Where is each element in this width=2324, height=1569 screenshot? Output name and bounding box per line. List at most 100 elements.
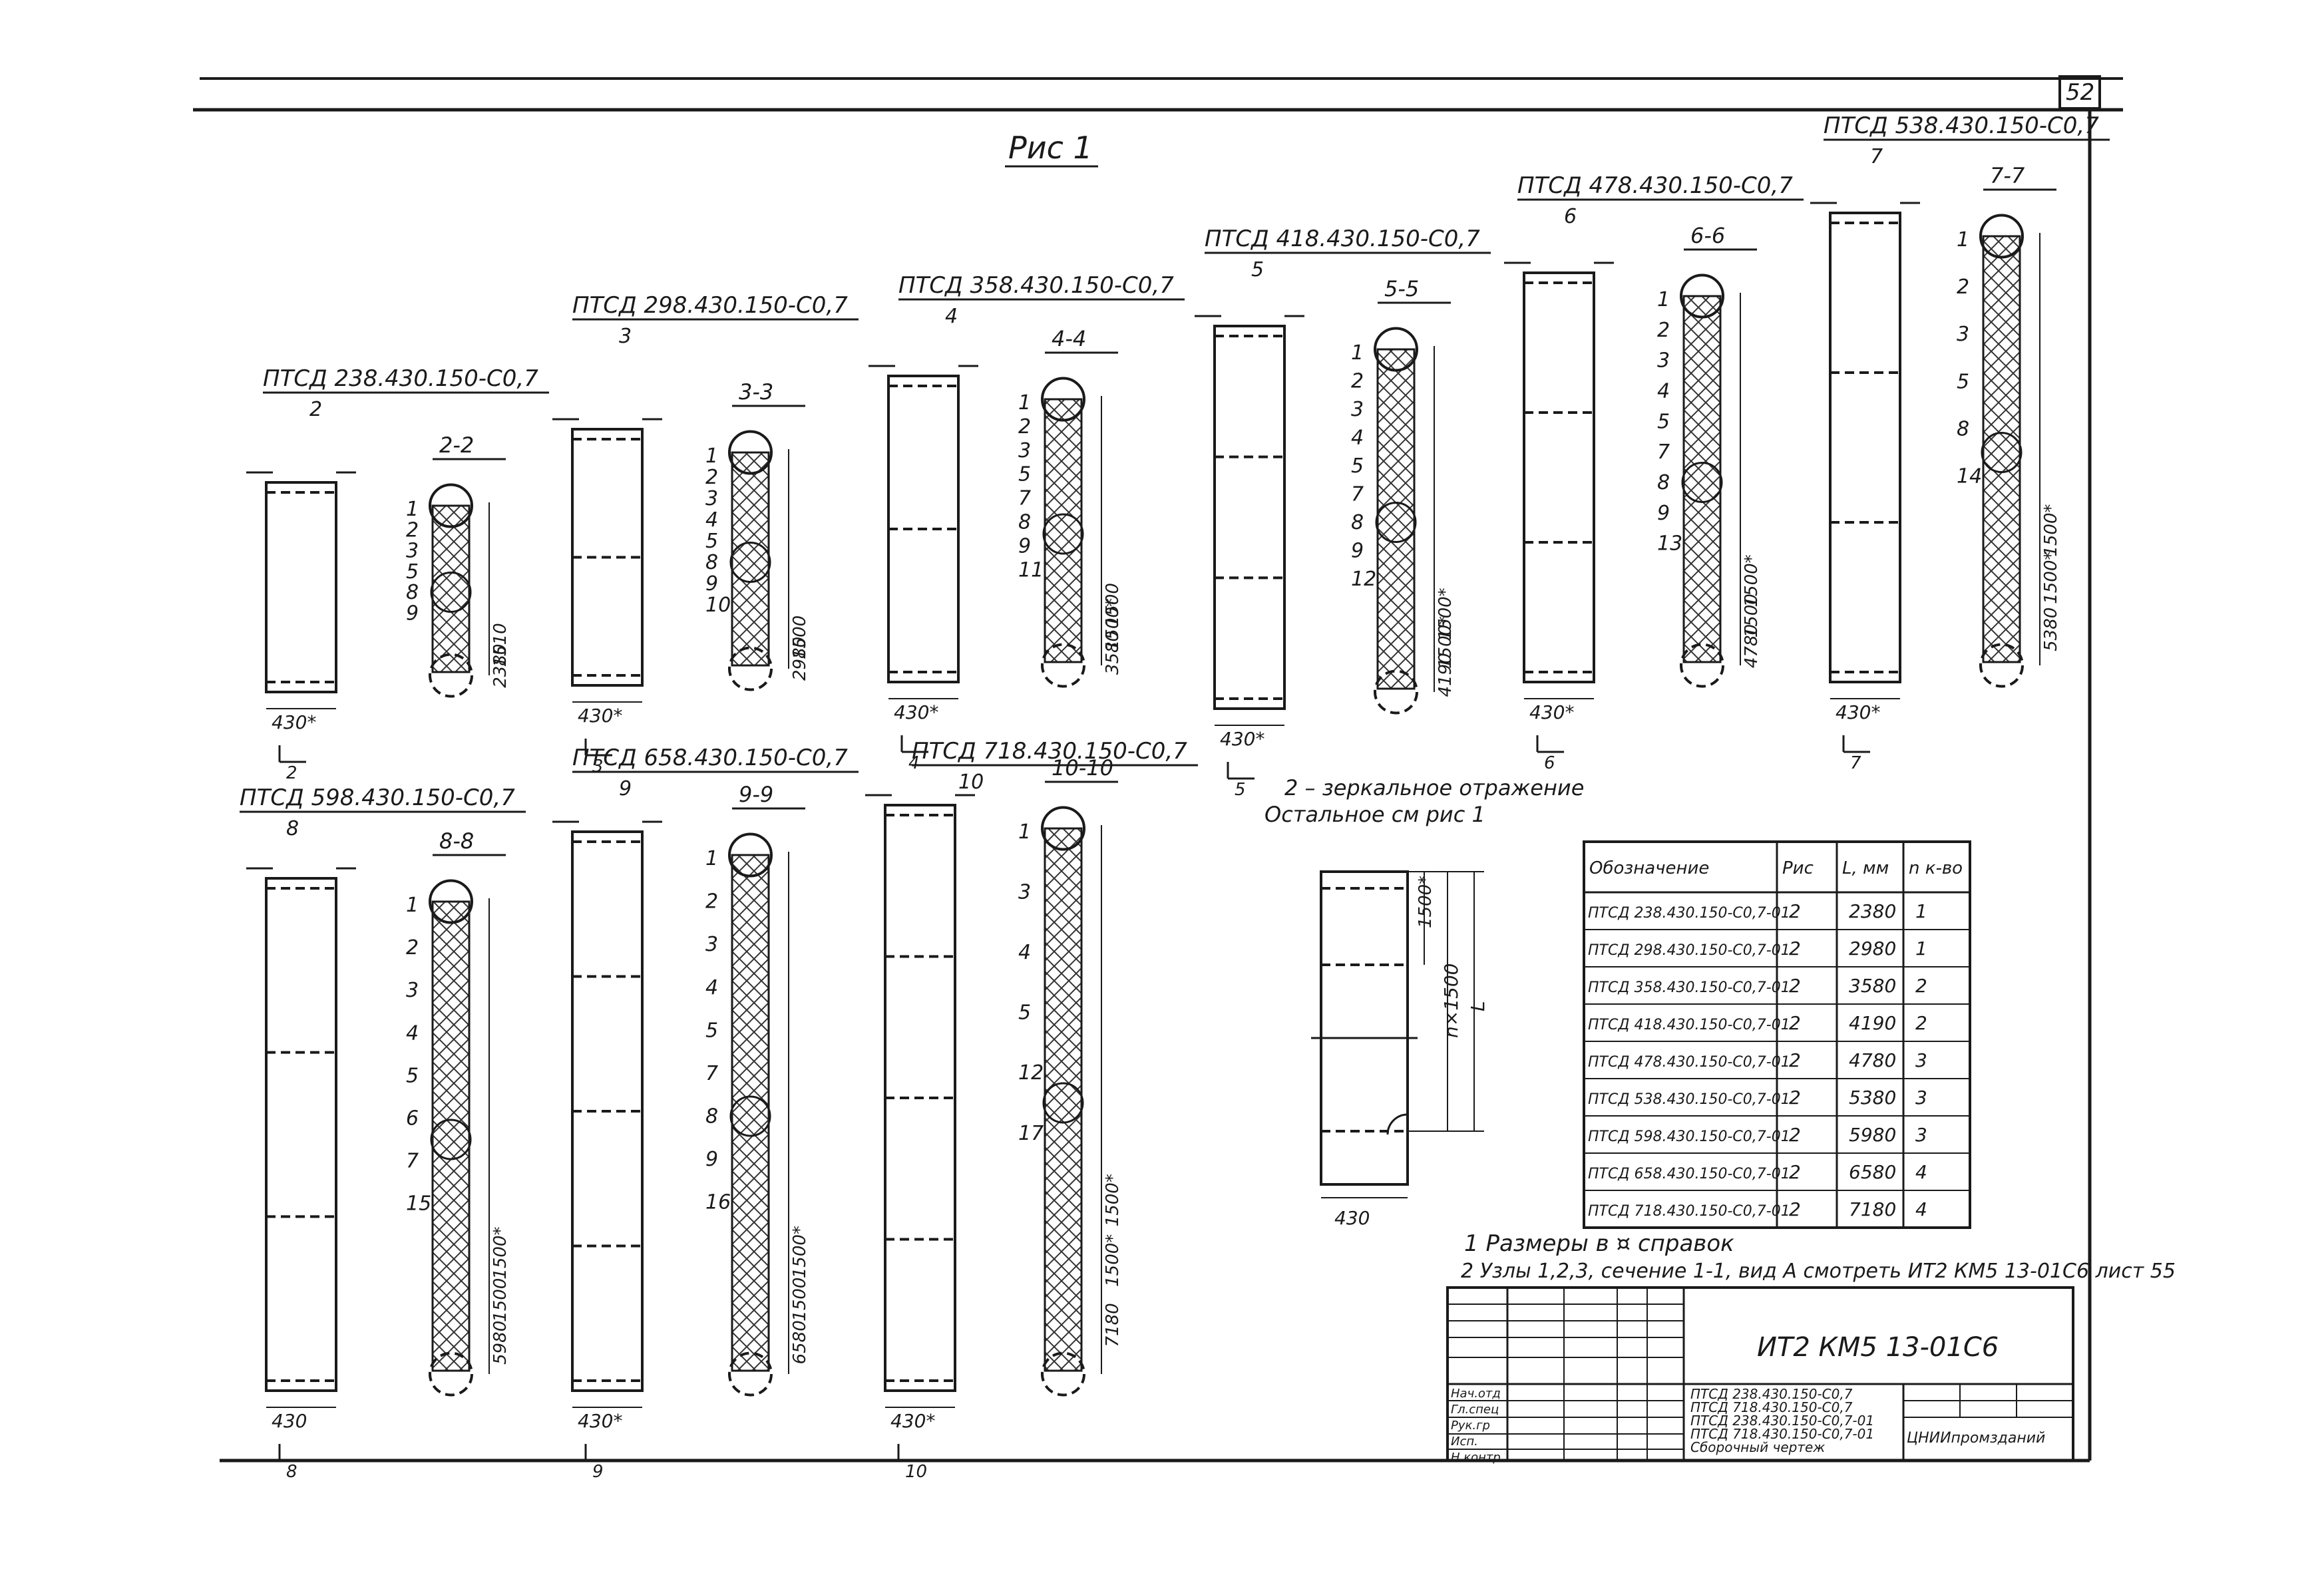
dimension-value: 1500* bbox=[1742, 554, 1762, 607]
table-cell: 4190 bbox=[1849, 1012, 1896, 1034]
table-cell: ПТСД 658.430.150-С0,7-01 bbox=[1588, 1166, 1790, 1182]
part-callout: 9 bbox=[705, 572, 718, 596]
node-circle bbox=[1042, 1082, 1084, 1124]
table-cell: 1 bbox=[1915, 938, 1927, 959]
panel-title: ПТСД 478.430.150-С0,7 bbox=[1517, 172, 1793, 199]
part-callout: 5 bbox=[705, 1019, 718, 1042]
part-callout: 17 bbox=[1018, 1122, 1044, 1145]
title-role: Рук.гр bbox=[1451, 1419, 1490, 1433]
table-cell: 5380 bbox=[1849, 1087, 1896, 1109]
panel-view-number: 8 bbox=[286, 817, 299, 840]
node-circle bbox=[728, 430, 773, 475]
section-cut-label: 9 bbox=[592, 1462, 604, 1482]
node-circle bbox=[430, 1119, 472, 1160]
panel-view: ПТСД 658.430.150-С0,79430*99-91234578916… bbox=[552, 745, 859, 1482]
node-circle bbox=[429, 1351, 473, 1397]
hatched-core bbox=[731, 854, 770, 1372]
section-label: 7-7 bbox=[1990, 163, 2025, 188]
dimension-value: 1500* bbox=[490, 1227, 510, 1280]
panel-view: ПТСД 538.430.150-С0,77430*77-71235814150… bbox=[1810, 112, 2110, 773]
node-circle bbox=[1042, 513, 1084, 555]
title-role: Н.контр bbox=[1451, 1451, 1501, 1465]
part-callout: 4 bbox=[1657, 380, 1670, 403]
panel-view: ПТСД 598.430.150-С0,7843088-812345671515… bbox=[240, 784, 526, 1482]
part-callout: 1 bbox=[1018, 391, 1031, 415]
part-callout: 3 bbox=[1018, 439, 1031, 462]
part-callout: 11 bbox=[1018, 558, 1044, 582]
panel-view-number: 7 bbox=[1870, 145, 1883, 168]
part-callout: 13 bbox=[1657, 532, 1682, 556]
section-label: 9-9 bbox=[739, 782, 773, 807]
table-cell: 4780 bbox=[1849, 1049, 1896, 1071]
part-callout: 7 bbox=[1351, 483, 1364, 506]
title-role: Нач.отд bbox=[1451, 1387, 1501, 1401]
panel-view-number: 6 bbox=[1564, 205, 1577, 228]
table-cell: ПТСД 298.430.150-С0,7-01 bbox=[1588, 942, 1790, 959]
node-circle bbox=[1041, 643, 1085, 688]
part-callout: 1 bbox=[406, 894, 419, 917]
table-header-cell: n к-во bbox=[1909, 858, 1963, 878]
part-callout: 3 bbox=[1957, 323, 1969, 346]
part-callout: 2 bbox=[705, 466, 718, 489]
dimension-value: 1500 bbox=[1103, 583, 1123, 627]
part-callout: 2 bbox=[1657, 319, 1670, 342]
table-cell: 2 bbox=[1789, 975, 1801, 997]
part-callout: 2 bbox=[1018, 415, 1031, 438]
width-dimension: 430 bbox=[272, 1410, 307, 1432]
node-circle bbox=[728, 646, 773, 691]
table-cell: ПТСД 238.430.150-С0,7-01 bbox=[1588, 905, 1790, 922]
panel-title: ПТСД 298.430.150-С0,7 bbox=[572, 292, 848, 319]
dimension-value: 1500* bbox=[2041, 552, 2061, 604]
title-role: Гл.спец bbox=[1451, 1403, 1499, 1417]
part-callout: 9 bbox=[705, 1148, 718, 1171]
section-cut-label: 7 bbox=[1850, 753, 1861, 773]
part-callout: 4 bbox=[705, 508, 718, 532]
dimension-value: 1500* bbox=[1436, 588, 1455, 640]
title-name-line: ПТСД 718.430.150-С0,7-01 bbox=[1690, 1426, 1874, 1442]
table-cell: 2 bbox=[1789, 1161, 1801, 1183]
width-dimension: 430* bbox=[1836, 701, 1880, 723]
panel-view: ПТСД 418.430.150-С0,75430*55-51234578912… bbox=[1195, 226, 1491, 800]
table-header-cell: L, мм bbox=[1842, 858, 1889, 878]
section-label: 10-10 bbox=[1052, 755, 1113, 781]
dimension-value: 5380 bbox=[2041, 608, 2061, 651]
part-callout: 8 bbox=[705, 551, 718, 574]
figure-title: Рис 1 bbox=[1008, 130, 1093, 166]
table-cell: 1 bbox=[1915, 900, 1927, 922]
part-callout: 9 bbox=[1351, 540, 1364, 563]
node-circle bbox=[429, 483, 473, 528]
section-label: 2-2 bbox=[439, 433, 474, 458]
section-cut-label: 2 bbox=[286, 763, 297, 783]
table-cell: 3 bbox=[1915, 1087, 1927, 1109]
panel-title: ПТСД 598.430.150-С0,7 bbox=[240, 784, 515, 811]
panel-title: ПТСД 538.430.150-С0,7 bbox=[1824, 112, 2099, 139]
table-cell: 2 bbox=[1789, 938, 1801, 959]
dimension-value: 3580 bbox=[1103, 631, 1123, 675]
part-callout: 5 bbox=[1018, 1001, 1031, 1025]
panel-view-number: 2 bbox=[309, 398, 322, 421]
note-mirror: 2 – зеркальное отражение bbox=[1284, 775, 1584, 800]
dimension-value: 1500* bbox=[1103, 598, 1123, 651]
dimension-value: 1500* bbox=[2041, 504, 2061, 556]
panel-view-number: 3 bbox=[619, 325, 632, 348]
panel-elevation bbox=[265, 481, 337, 693]
dimension-value: 6580 bbox=[790, 1320, 810, 1364]
dimension-value: 4780 bbox=[1742, 624, 1762, 668]
document-code: ИТ2 КМ5 13-01С6 bbox=[1757, 1332, 1999, 1363]
part-callout: 3 bbox=[705, 487, 718, 510]
width-dimension: 430* bbox=[894, 701, 938, 723]
panel-title: ПТСД 718.430.150-С0,7 bbox=[912, 738, 1187, 765]
part-callout: 1 bbox=[1351, 341, 1364, 365]
table-cell: ПТСД 718.430.150-С0,7-01 bbox=[1588, 1203, 1790, 1220]
table-cell: 7180 bbox=[1849, 1198, 1896, 1220]
dimension-value: 7180 bbox=[1103, 1303, 1123, 1347]
section-cut-label: 5 bbox=[1235, 780, 1246, 800]
part-callout: 1 bbox=[1657, 288, 1670, 311]
dimension-value: 1500 bbox=[1742, 594, 1762, 637]
table-header-cell: Рис bbox=[1782, 858, 1814, 878]
dimension-value: 1500 bbox=[490, 1278, 510, 1322]
org-name: ЦНИИпромзданий bbox=[1907, 1430, 2045, 1447]
table-cell: ПТСД 358.430.150-С0,7-01 bbox=[1588, 979, 1790, 996]
section-label: 6-6 bbox=[1690, 223, 1725, 248]
